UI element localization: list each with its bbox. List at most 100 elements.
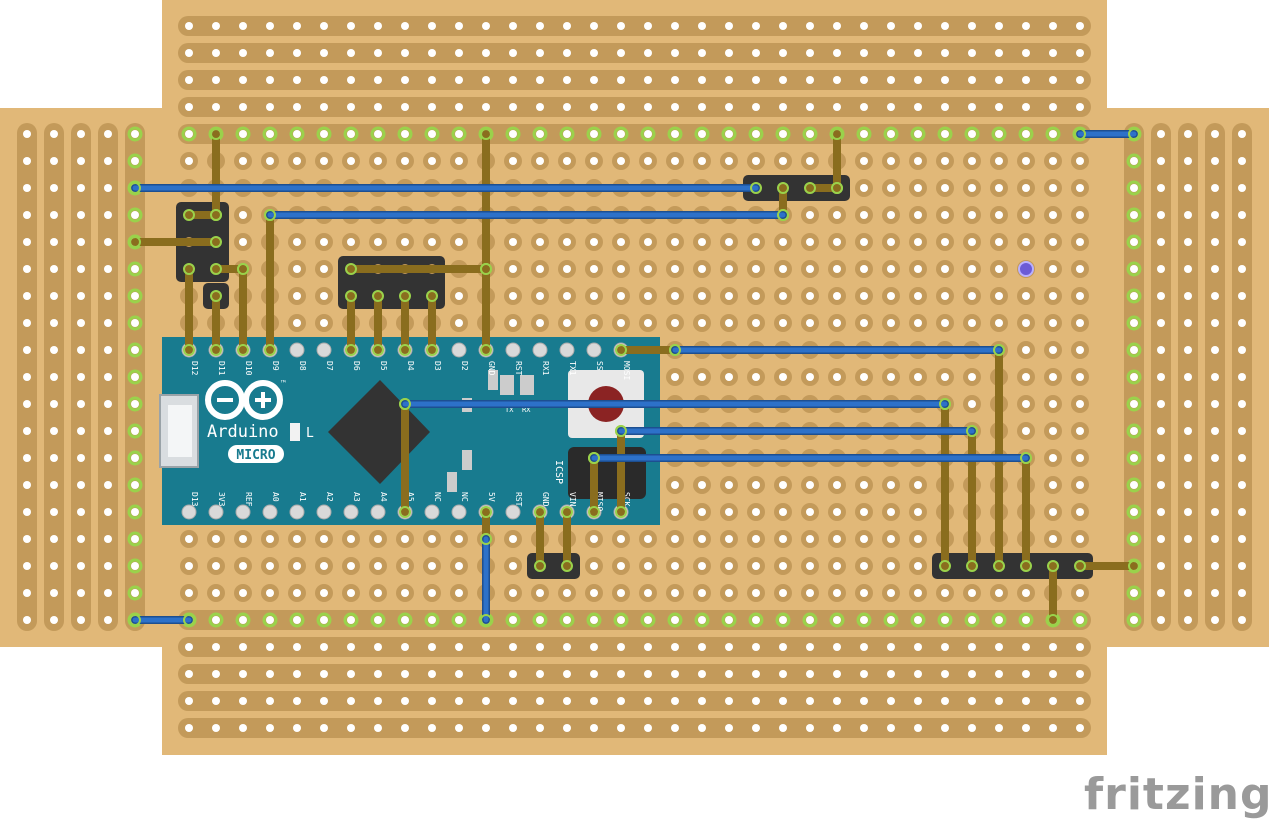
hole — [536, 670, 544, 678]
active-hole — [1126, 180, 1142, 196]
hole — [1022, 427, 1030, 435]
hole — [1211, 616, 1219, 624]
hole — [1076, 319, 1084, 327]
hole — [914, 616, 922, 624]
active-hole — [127, 342, 143, 358]
hole — [1130, 346, 1138, 354]
wire-end — [183, 614, 195, 626]
hole — [860, 157, 868, 165]
hole — [887, 697, 895, 705]
hole — [239, 535, 247, 543]
hole — [131, 319, 139, 327]
hole — [887, 76, 895, 84]
wire-end — [480, 614, 492, 626]
hole — [185, 697, 193, 705]
hole — [347, 157, 355, 165]
smd-component — [462, 450, 472, 470]
hole — [806, 508, 814, 516]
pin-label-bottom: 3V3 — [217, 492, 226, 507]
hole — [860, 562, 868, 570]
hole — [1049, 427, 1057, 435]
hole — [752, 103, 760, 111]
hole — [1022, 292, 1030, 300]
hole — [1049, 400, 1057, 408]
hole — [536, 130, 544, 138]
active-hole — [1072, 612, 1088, 628]
hole — [968, 76, 976, 84]
hole — [806, 481, 814, 489]
active-hole — [1045, 126, 1061, 142]
hole — [968, 22, 976, 30]
hole — [401, 130, 409, 138]
hole — [1211, 292, 1219, 300]
hole — [968, 373, 976, 381]
hole — [1184, 589, 1192, 597]
hole — [1022, 49, 1030, 57]
wire-end — [831, 128, 843, 140]
wire-end — [372, 290, 384, 302]
hole — [455, 724, 463, 732]
hole — [50, 562, 58, 570]
hole — [590, 670, 598, 678]
hole — [50, 508, 58, 516]
wire-end — [210, 290, 222, 302]
hole — [23, 535, 31, 543]
hole — [806, 562, 814, 570]
hole — [1130, 319, 1138, 327]
hole — [509, 616, 517, 624]
hole — [212, 670, 220, 678]
hole — [1049, 697, 1057, 705]
hole — [1130, 400, 1138, 408]
hole — [1076, 697, 1084, 705]
hole — [779, 103, 787, 111]
hole — [77, 535, 85, 543]
hole — [914, 103, 922, 111]
hole — [914, 184, 922, 192]
hole — [1238, 211, 1246, 219]
hole — [1211, 157, 1219, 165]
hole — [1211, 535, 1219, 543]
hole — [536, 319, 544, 327]
hole — [293, 157, 301, 165]
wire-end — [615, 506, 627, 518]
hole — [104, 292, 112, 300]
hole — [1130, 481, 1138, 489]
hole — [77, 562, 85, 570]
hole — [671, 535, 679, 543]
hole — [347, 643, 355, 651]
hole — [1184, 292, 1192, 300]
hole — [833, 508, 841, 516]
hole — [1130, 238, 1138, 246]
active-hole — [262, 126, 278, 142]
wire-end — [831, 182, 843, 194]
hole — [968, 49, 976, 57]
hole — [698, 238, 706, 246]
hole — [779, 292, 787, 300]
hole — [1130, 508, 1138, 516]
hole — [914, 292, 922, 300]
hole — [995, 643, 1003, 651]
hole — [752, 481, 760, 489]
hole — [50, 265, 58, 273]
hole — [239, 643, 247, 651]
active-hole — [289, 126, 305, 142]
hole — [1049, 130, 1057, 138]
active-hole — [127, 450, 143, 466]
hole — [617, 292, 625, 300]
hole — [1076, 481, 1084, 489]
hole — [509, 49, 517, 57]
pin-label-bottom: REF — [244, 492, 253, 507]
hole — [698, 697, 706, 705]
hole — [320, 724, 328, 732]
hole — [266, 724, 274, 732]
hole — [455, 238, 463, 246]
pin-bottom — [262, 504, 278, 520]
hole — [77, 265, 85, 273]
wire-end — [534, 560, 546, 572]
hole — [239, 103, 247, 111]
hole — [995, 22, 1003, 30]
hole — [644, 76, 652, 84]
logo-minus — [217, 398, 233, 402]
hole — [1157, 589, 1165, 597]
hole — [131, 589, 139, 597]
